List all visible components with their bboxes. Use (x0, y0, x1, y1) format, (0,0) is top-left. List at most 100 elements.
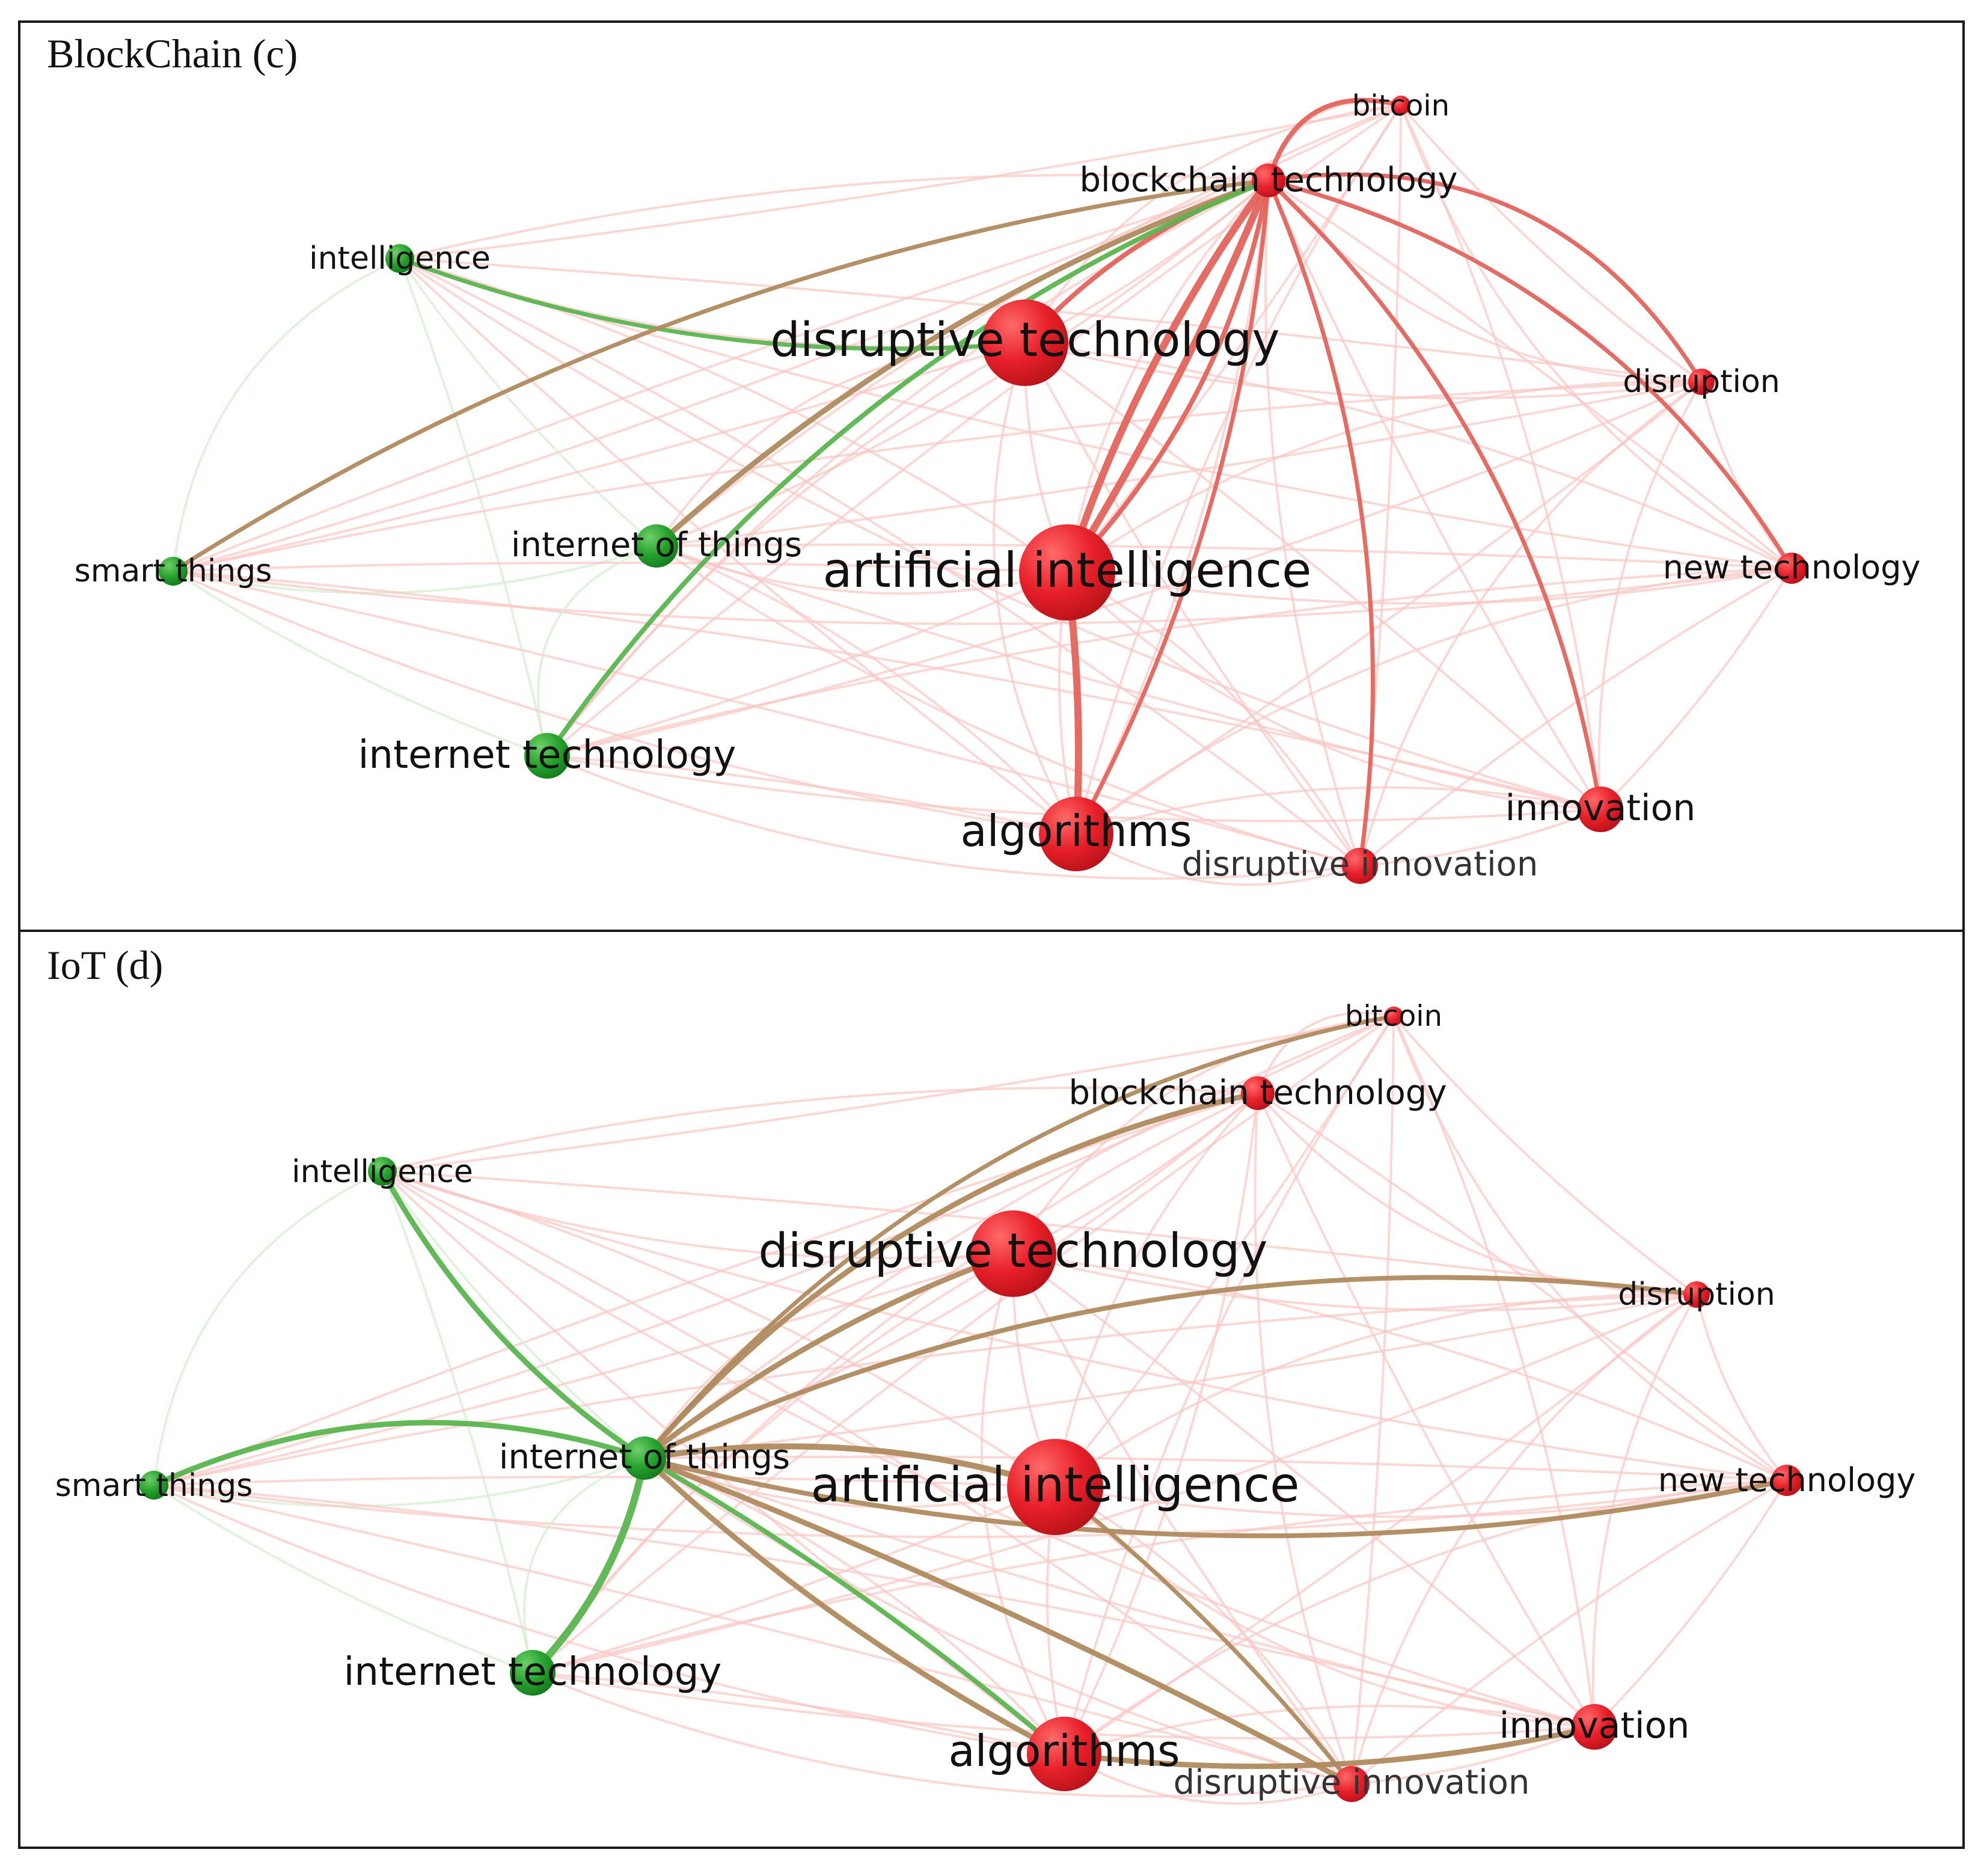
edge-faint-smart_things-algorithms (153, 1484, 1065, 1755)
edge-blockchain_technology-internet_technology (545, 178, 1271, 758)
edge-faint-innovation-disruptive_innovation (1351, 1726, 1595, 1785)
node-new-technology (1776, 553, 1807, 584)
edge-faint-intelligence-innovation (399, 257, 1601, 811)
node-bitcoin (1391, 96, 1410, 115)
edge-faint-internet_technology-disruptive_innovation (547, 755, 1361, 880)
edge-faint-bitcoin-internet_of_things (643, 1015, 1394, 1459)
node-label-disruption: disruption (1618, 1277, 1775, 1313)
node-layer (159, 96, 1807, 884)
node-label-internet-of-things: internet of things (511, 526, 802, 565)
edge-faint-internet_of_things-disruptive_innovation (643, 1457, 1352, 1785)
edge-faint-new_technology-algorithms (1075, 567, 1792, 835)
node-bitcoin (1384, 1007, 1403, 1026)
edge-faint-intelligence-smart_things (153, 1170, 383, 1486)
edge-algorithms-innovation (1061, 1724, 1597, 1770)
node-algorithms (1039, 797, 1113, 871)
edge-blockchain_technology-artificial_intelligence (1064, 177, 1272, 576)
node-label-disruptive-technology: disruptive technology (758, 1224, 1267, 1278)
edge-faint-blockchain_technology-artificial_intelligence (1066, 179, 1270, 573)
edge-faint-disruptive_technology-disruption (1024, 342, 1702, 400)
edge-faint-disruption-new_technology (1700, 381, 1793, 569)
edge-blockchain_technology-disruptive_innovation (1266, 178, 1376, 868)
node-label-blockchain-technology: blockchain technology (1080, 161, 1458, 200)
edge-faint-internet_of_things-algorithms (644, 1457, 1065, 1755)
edge-faint-new_technology-innovation (1599, 567, 1793, 811)
node-label-smart-things: smart things (75, 553, 272, 589)
edge-faint-bitcoin-innovation (1400, 105, 1602, 810)
node-disruption (1683, 1281, 1710, 1308)
node-label-smart-things: smart things (55, 1468, 253, 1504)
edge-faint-bitcoin-internet_technology (546, 104, 1402, 757)
edge-faint-blockchain_technology-disruptive_innovation (1254, 1093, 1353, 1785)
edge-faint-artificial_intelligence-new_technology (1067, 567, 1792, 605)
edge-faint-bitcoin-disruptive_innovation (1359, 105, 1402, 866)
edge-faint-disruption-internet_of_things (656, 381, 1702, 547)
edge-faint-intelligence-internet_of_things (399, 257, 658, 547)
edge-internet_of_things-disruption (642, 1275, 1699, 1461)
node-smart-things (139, 1471, 168, 1500)
edge-faint-bitcoin-internet_of_things (655, 104, 1401, 547)
node-internet-of-things (635, 524, 678, 568)
edge-faint-innovation-disruptive_innovation (1359, 808, 1601, 867)
edge-faint-disruption-innovation (1591, 1294, 1698, 1727)
node-new-technology (1771, 1465, 1802, 1496)
edge-faint-blockchain_technology-intelligence (399, 173, 1269, 260)
edge-faint-disruption-internet_technology (532, 1293, 1697, 1674)
edge-faint-disruption-disruptive_innovation (1350, 1293, 1698, 1785)
edge-internet_of_things-artificial_intelligence (641, 1443, 1058, 1490)
edge-faint-bitcoin-new_technology (1392, 1016, 1788, 1482)
edge-faint-innovation-algorithms (1076, 786, 1601, 835)
edge-faint-intelligence-disruptive_innovation (399, 257, 1361, 867)
edge-faint-internet_of_things-internet_technology (537, 545, 657, 756)
edge-faint-smart_things-disruptive_innovation (173, 570, 1361, 867)
node-disruptive-innovation (1333, 1766, 1370, 1802)
node-label-internet-technology: internet technology (358, 733, 736, 777)
edge-faint-blockchain_technology-intelligence (382, 1086, 1258, 1172)
edge-faint-disruption-new_technology (1695, 1294, 1788, 1482)
edge-faint-disruptive_technology-disruption (1012, 1252, 1697, 1312)
edge-blockchain_technology-artificial_intelligence (1065, 178, 1271, 575)
node-internet-of-things (623, 1436, 666, 1480)
node-label-new-technology: new technology (1658, 1461, 1916, 1499)
edge-faint-disruptive_technology-new_technology (1024, 342, 1792, 569)
node-innovation (1572, 1704, 1617, 1750)
edge-artificial_intelligence-disruptive_innovation (1053, 1485, 1354, 1786)
edge-faint-internet_of_things-algorithms (656, 545, 1077, 835)
edge-faint-internet_of_things-innovation (656, 545, 1601, 811)
node-label-blockchain-technology: blockchain technology (1069, 1073, 1447, 1112)
edge-faint-innovation-algorithms (1064, 1705, 1595, 1755)
edge-faint-internet_of_things-disruptive_innovation (655, 545, 1361, 867)
panel-title-iot: IoT (d) (47, 942, 163, 988)
edge-internet_of_things-bitcoin (642, 1014, 1396, 1461)
node-artificial-intelligence (1007, 1439, 1103, 1535)
edge-internet_of_things-smart_things (151, 1420, 648, 1488)
edge-internet_of_things-disruptive_innovation (641, 1455, 1355, 1787)
edge-faint-new_technology-internet_technology (547, 567, 1792, 757)
edge-faint-bitcoin-intelligence (399, 104, 1401, 260)
edge-faint-disruption-smart_things (153, 1293, 1697, 1486)
edge-faint-internet_technology-algorithms (547, 755, 1077, 835)
edge-faint-intelligence-internet_technology (399, 258, 548, 756)
edge-faint-intelligence-internet_technology (381, 1171, 534, 1673)
edge-blockchain_technology-disruption (1266, 172, 1704, 384)
panel-title-blockchain: BlockChain (c) (47, 31, 298, 76)
edge-faint-intelligence-new_technology (399, 257, 1792, 569)
edge-faint-artificial_intelligence-new_technology (1055, 1479, 1787, 1518)
node-layer (139, 1007, 1802, 1802)
edge-faint-blockchain_technology-smart_things (153, 1092, 1258, 1486)
edge-faint-bitcoin-disruption (1400, 104, 1703, 383)
node-label-innovation: innovation (1499, 1705, 1690, 1747)
node-disruption (1688, 369, 1715, 395)
panel-frame-iot (18, 930, 1965, 1849)
edge-faint-artificial_intelligence-disruptive_innovation (1067, 571, 1361, 866)
edge-faint-internet_of_things-new_technology (644, 1455, 1787, 1482)
edge-faint-smart_things-new_technology (153, 1479, 1787, 1539)
edge-faint-internet_of_things-innovation (644, 1457, 1595, 1728)
edge-faint-bitcoin-algorithms (1075, 104, 1402, 835)
edge-faint-smart_things-new_technology (173, 567, 1792, 625)
edge-faint-disruptive_technology-innovation (1024, 342, 1602, 811)
edge-faint-intelligence-internet_of_things (381, 1170, 646, 1459)
node-internet-technology (510, 1650, 556, 1696)
